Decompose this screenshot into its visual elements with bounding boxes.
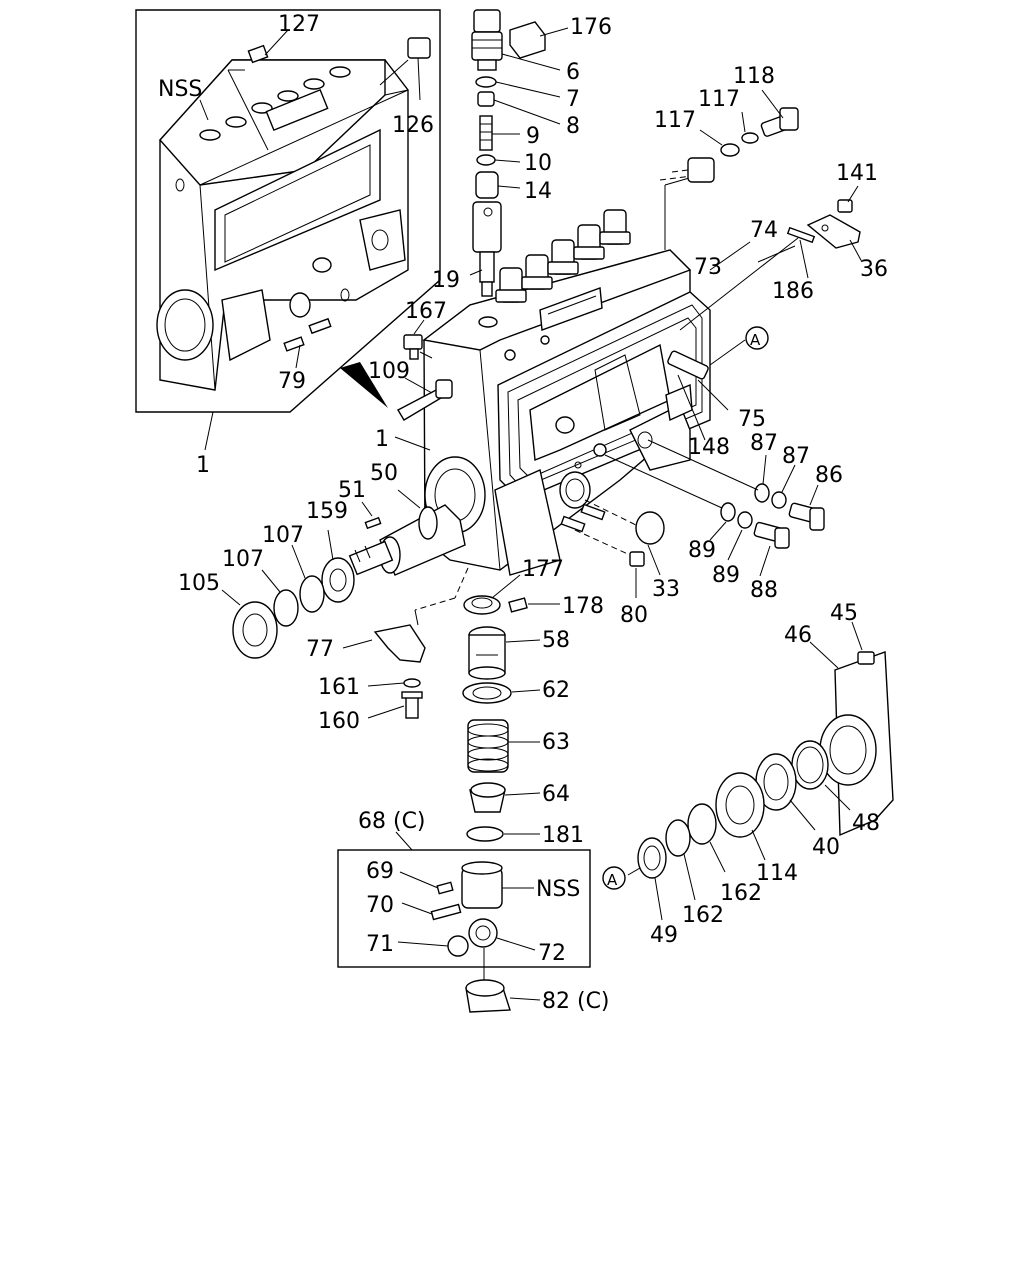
label-48: 48 <box>852 811 880 836</box>
label-7: 7 <box>566 87 580 112</box>
label-nss-box: NSS <box>536 877 580 902</box>
label-64: 64 <box>542 782 570 807</box>
label-75: 75 <box>738 407 766 432</box>
label-62: 62 <box>542 678 570 703</box>
label-161: 161 <box>318 675 360 700</box>
label-117b: 117 <box>654 108 696 133</box>
label-71: 71 <box>366 932 394 957</box>
label-70: 70 <box>366 893 394 918</box>
bolt-88-washers-89 <box>604 454 790 577</box>
label-109: 109 <box>368 359 410 384</box>
screw-75-148 <box>667 339 746 441</box>
label-49: 49 <box>650 923 678 948</box>
label-46: 46 <box>784 623 812 648</box>
label-117a: 117 <box>698 87 740 112</box>
label-58: 58 <box>542 628 570 653</box>
label-68c: 68 (C) <box>358 809 426 834</box>
label-127: 127 <box>278 12 320 37</box>
label-87a: 87 <box>750 431 778 456</box>
camshaft-bearings <box>221 529 355 659</box>
label-73: 73 <box>694 255 722 280</box>
label-72: 72 <box>538 941 566 966</box>
label-181: 181 <box>542 823 584 848</box>
label-1-main: 1 <box>375 427 389 452</box>
label-nss-top: NSS <box>158 77 202 102</box>
label-63: 63 <box>542 730 570 755</box>
bolt-86-washers-87 <box>647 439 825 531</box>
label-177: 177 <box>522 557 564 582</box>
cover-plate-46 <box>809 621 894 837</box>
label-10: 10 <box>524 151 552 176</box>
label-107a: 107 <box>262 523 304 548</box>
label-88: 88 <box>750 578 778 603</box>
label-79: 79 <box>278 369 306 394</box>
delivery-valve-stack <box>469 9 569 297</box>
label-69: 69 <box>366 859 394 884</box>
label-36: 36 <box>860 257 888 282</box>
label-82c: 82 (C) <box>542 989 610 1014</box>
label-86: 86 <box>815 463 843 488</box>
label-114: 114 <box>756 861 798 886</box>
label-80: 80 <box>620 603 648 628</box>
oring-33-nut-80 <box>560 499 665 598</box>
label-51: 51 <box>338 478 366 503</box>
ref-a-right: A <box>750 331 761 349</box>
label-118: 118 <box>733 64 775 89</box>
label-160: 160 <box>318 709 360 734</box>
bearing-stack-right <box>627 740 851 921</box>
label-126: 126 <box>392 113 434 138</box>
label-162b: 162 <box>682 903 724 928</box>
inset-housing-view <box>135 9 441 451</box>
label-40: 40 <box>812 835 840 860</box>
ref-a-circle-right <box>745 326 769 350</box>
clamp-77-screws <box>342 624 426 719</box>
label-186: 186 <box>772 279 814 304</box>
part-labels: 127 NSS 126 79 1 176 6 7 8 9 10 14 19 11… <box>158 12 888 1014</box>
label-178: 178 <box>562 594 604 619</box>
label-14: 14 <box>524 179 552 204</box>
label-176: 176 <box>570 15 612 40</box>
main-pump-housing <box>348 171 711 576</box>
label-1-inset: 1 <box>196 453 210 478</box>
label-74: 74 <box>750 218 778 243</box>
label-33: 33 <box>652 577 680 602</box>
label-159: 159 <box>306 499 348 524</box>
label-77: 77 <box>306 637 334 662</box>
label-89b: 89 <box>712 563 740 588</box>
label-89a: 89 <box>688 538 716 563</box>
label-8: 8 <box>566 114 580 139</box>
view-direction-arrow <box>340 362 388 408</box>
bolt-167 <box>403 319 433 360</box>
label-148: 148 <box>688 435 730 460</box>
ref-a-circle-left <box>602 866 626 890</box>
ref-a-left: A <box>607 871 618 889</box>
label-107b: 107 <box>222 547 264 572</box>
label-141: 141 <box>836 161 878 186</box>
label-19: 19 <box>432 268 460 293</box>
label-105: 105 <box>178 571 220 596</box>
label-6: 6 <box>566 60 580 85</box>
subassembly-68-box <box>337 831 591 968</box>
label-87b: 87 <box>782 444 810 469</box>
label-167: 167 <box>405 299 447 324</box>
bracket-36-141-186 <box>679 185 863 331</box>
label-50: 50 <box>370 461 398 486</box>
label-45: 45 <box>830 601 858 626</box>
pin-109 <box>397 377 453 421</box>
tappet-stack <box>414 567 560 1013</box>
label-162a: 162 <box>720 881 762 906</box>
fitting-117-118 <box>671 89 799 183</box>
label-9: 9 <box>526 124 540 149</box>
